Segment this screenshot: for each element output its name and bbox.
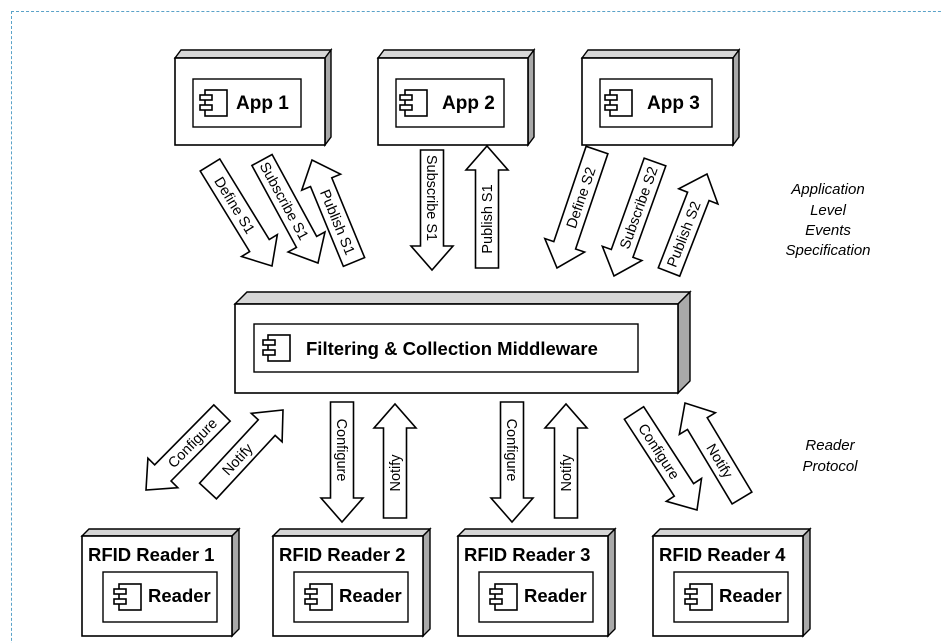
rfid-reader-title: RFID Reader 2 (279, 544, 405, 565)
app-2-node: App 2 (376, 47, 536, 148)
configure-arrow-reader3-label: Configure (503, 419, 519, 482)
app-3-node: App 3 (580, 47, 741, 148)
reader-inner-label: Reader (148, 585, 211, 606)
dashed-frame (11, 11, 941, 643)
rfid-reader-title: RFID Reader 4 (659, 544, 786, 565)
rfid-reader-3-node: RFID Reader 3 Reader (456, 527, 617, 638)
layer-label-line: Level (810, 202, 847, 219)
app-3-label: App 3 (647, 93, 700, 114)
layer-label-line: Events (805, 222, 851, 239)
subscribe-s1-arrow-app2-label: Subscribe S1 (423, 155, 439, 241)
publish-s1-arrow-app2: Publish S1 (464, 144, 510, 269)
configure-arrow-reader2-label: Configure (333, 419, 349, 482)
rfid-reader-2-node: RFID Reader 2 Reader (271, 527, 432, 638)
middleware-label: Filtering & Collection Middleware (306, 338, 598, 359)
publish-s2-arrow: Publish S2 (657, 172, 720, 278)
layer-label-line: Application (790, 181, 864, 198)
application-layer-label: Application Level Events Specification (785, 181, 870, 259)
reader-inner-label: Reader (719, 585, 782, 606)
rfid-reader-4-node: RFID Reader 4 Reader (651, 527, 812, 638)
subscribe-s1-arrow-app2: Subscribe S1 (409, 149, 455, 272)
reader-inner-label: Reader (524, 585, 587, 606)
notify-arrow-reader3: Notify (543, 402, 589, 519)
layer-label-line: Specification (785, 242, 870, 259)
rfid-reader-title: RFID Reader 1 (88, 544, 214, 565)
app-1-label: App 1 (236, 93, 289, 114)
reader-inner-label: Reader (339, 585, 402, 606)
app-1-node: App 1 (173, 47, 333, 148)
middleware-node: Filtering & Collection Middleware (233, 290, 692, 395)
define-s2-arrow: Define S2 (543, 145, 609, 270)
app-2-label: App 2 (442, 93, 495, 114)
rfid-reader-1-node: RFID Reader 1 Reader (80, 527, 241, 638)
publish-s1-arrow-app2-label: Publish S1 (480, 184, 496, 253)
reader-layer-label: Reader Protocol (802, 437, 858, 475)
notify-arrow-reader2: Notify (372, 402, 418, 519)
configure-arrow-reader3: Configure (489, 401, 535, 524)
notify-arrow-reader3-label: Notify (559, 454, 575, 492)
configure-arrow-reader2: Configure (319, 401, 365, 524)
layer-label-line: Reader (805, 437, 855, 454)
notify-arrow-reader2-label: Notify (388, 454, 404, 492)
rfid-reader-title: RFID Reader 3 (464, 544, 590, 565)
configure-arrow-reader1-label: Configure (165, 416, 221, 472)
layer-label-line: Protocol (802, 458, 858, 475)
